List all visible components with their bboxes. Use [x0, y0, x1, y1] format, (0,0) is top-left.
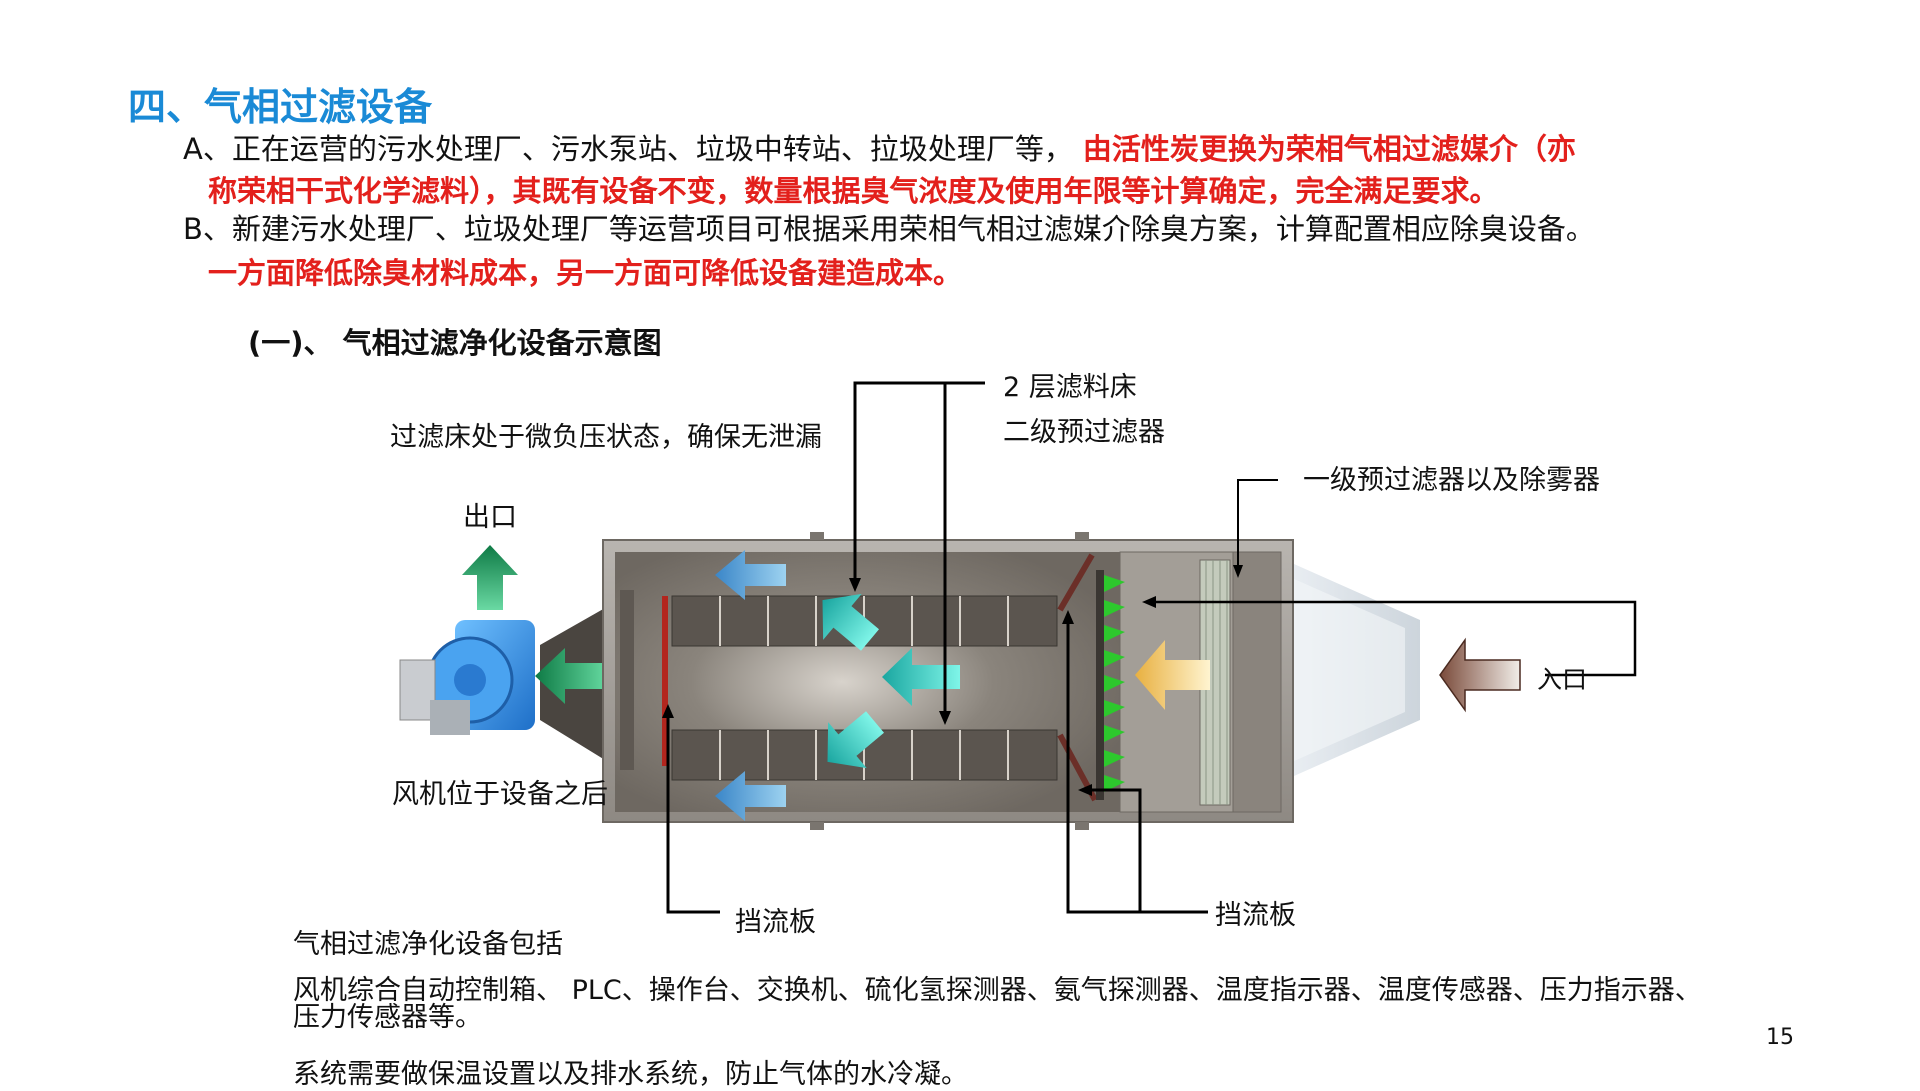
paragraph-b-red: 一方面降低除臭材料成本，另一方面可降低设备建造成本。: [208, 256, 963, 290]
paragraph-a-line1: A、正在运营的污水处理厂、污水泵站、垃圾中转站、拉圾处理厂等， 由活性炭更换为荣相…: [183, 130, 1576, 168]
airflow-arrow-outlet-horizontal: [535, 648, 602, 704]
inlet-hood: [1285, 560, 1420, 780]
footer-line-1: 气相过滤净化设备包括: [293, 929, 563, 960]
airflow-arrow-gold: [1135, 640, 1210, 710]
airflow-arrow-center: [882, 648, 960, 706]
airflow-arrow-upper-exit: [715, 550, 786, 600]
airflow-arrow-inlet: [1439, 637, 1521, 713]
label-baffle-left: 挡流板: [735, 907, 816, 938]
label-inlet: 入口: [1537, 665, 1588, 694]
footer-line-2: 风机综合自动控制箱、 PLC、操作台、交换机、硫化氢探测器、氨气探测器、温度指示…: [293, 975, 1702, 1006]
leader-inlet: [1148, 600, 1637, 677]
leader-baffle-right-b: [1085, 788, 1142, 912]
page-title: 四、气相过滤设备: [128, 85, 433, 129]
footer-line-3: 压力传感器等。: [293, 1002, 482, 1033]
airflow-arrow-lower-exit: [715, 771, 786, 821]
leader-lines: [666, 381, 1637, 914]
secondary-prefilter: [1096, 570, 1125, 800]
leader-filter-bed-lower: [855, 381, 947, 718]
fan-icon: [399, 620, 535, 735]
label-baffle-right: 挡流板: [1215, 900, 1296, 931]
label-secondary-prefilter: 二级预过滤器: [1003, 417, 1165, 448]
page-number: 15: [1766, 1025, 1794, 1050]
footer-line-4: 系统需要做保温设置以及排水系统，防止气体的水冷凝。: [293, 1059, 968, 1090]
paragraph-b-normal: B、新建污水处理厂、垃圾处理厂等运营项目可根据采用荣相气相过滤媒介除臭方案，计算…: [183, 212, 1595, 246]
airflow-arrow-down-diagonal: [827, 711, 884, 769]
leader-primary-prefilter: [1237, 479, 1278, 570]
leader-baffle-right-a: [1066, 618, 1208, 914]
leader-baffle-left: [666, 712, 720, 914]
leader-arrowheads: [662, 565, 1243, 796]
label-negative-pressure: 过滤床处于微负压状态，确保无泄漏: [390, 422, 822, 453]
label-fan: 风机位于设备之后: [392, 779, 608, 810]
airflow-arrow-up-diagonal: [822, 593, 879, 651]
diagram-subtitle: (一)、 气相过滤净化设备示意图: [248, 326, 662, 360]
label-primary-prefilter: 一级预过滤器以及除雾器: [1303, 465, 1600, 496]
label-outlet: 出口: [463, 502, 517, 533]
paragraph-a-red-1: 由活性炭更换为荣相气相过滤媒介（亦: [1082, 132, 1576, 166]
paragraph-a-red-2: 称荣相干式化学滤料），其既有设备不变，数量根据臭气浓度及使用年限等计算确定，完全…: [208, 174, 1499, 208]
airflow-arrow-outlet-up: [462, 545, 518, 610]
paragraph-a-normal: A、正在运营的污水处理厂、污水泵站、垃圾中转站、拉圾处理厂等，: [183, 132, 1073, 166]
label-filter-bed: 2 层滤料床: [1003, 372, 1137, 403]
